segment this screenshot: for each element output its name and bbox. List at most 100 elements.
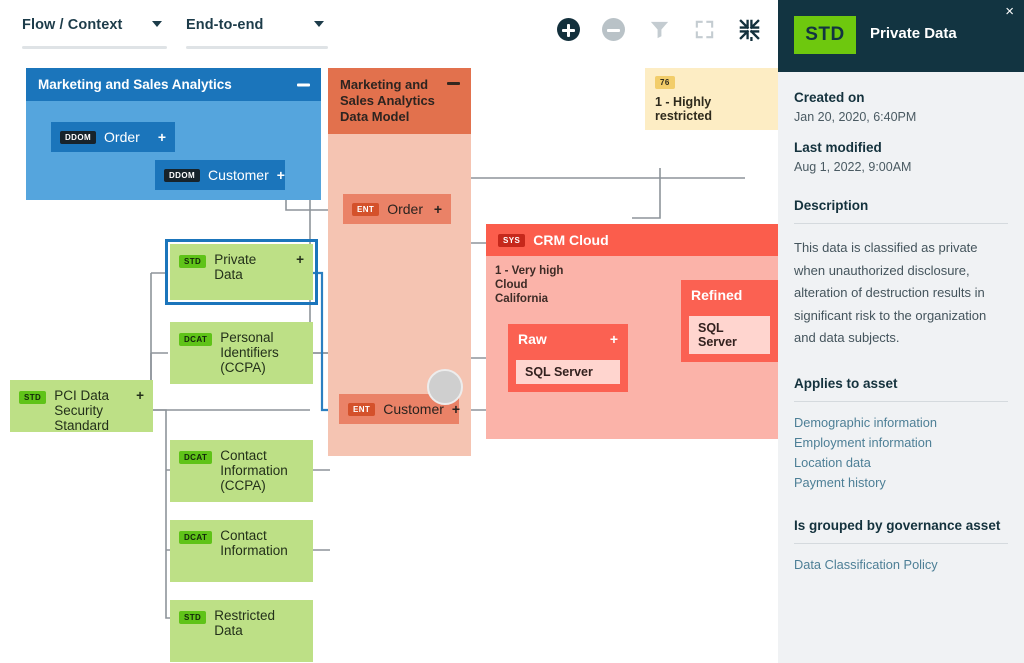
group-title: Marketing and Sales Analytics xyxy=(38,77,232,92)
expand-icon[interactable]: + xyxy=(433,201,442,217)
chevron-down-icon xyxy=(152,21,162,27)
node-ddom-order[interactable]: DDOM Order + xyxy=(51,122,175,152)
node-classification[interactable]: 76 1 - Highly restricted xyxy=(645,68,778,131)
node-label: Customer xyxy=(208,167,269,183)
governance-asset-link[interactable]: Data Classification Policy xyxy=(794,556,938,572)
end-to-end-label: End-to-end xyxy=(186,17,264,33)
asset-link[interactable]: Payment history xyxy=(794,474,886,490)
asset-link[interactable]: Location data xyxy=(794,454,871,470)
zoom-in-button[interactable] xyxy=(557,18,583,44)
end-to-end-selector[interactable]: End-to-end xyxy=(186,16,328,49)
sys-badge: SYS xyxy=(498,233,526,247)
panel-header: STD Private Data × xyxy=(778,0,1024,72)
std-badge: STD xyxy=(179,255,207,268)
expand-icon[interactable]: + xyxy=(136,388,144,403)
node-personal-identifiers[interactable]: DCAT Personal Identifiers (CCPA) xyxy=(170,322,313,384)
ent-badge: ENT xyxy=(348,402,376,416)
selector-underline xyxy=(22,46,167,49)
group-header[interactable]: Marketing and Sales Analytics Data Model xyxy=(328,68,471,134)
fullscreen-icon xyxy=(695,20,714,39)
description-text: This data is classified as private when … xyxy=(794,240,987,345)
grouped-by-label: Is grouped by governance asset xyxy=(794,517,1001,533)
node-ddom-customer[interactable]: DDOM Customer + xyxy=(155,160,285,190)
node-refined[interactable]: Refined SQL Server xyxy=(681,280,778,362)
node-sub-label: SQL Server xyxy=(516,360,620,384)
node-label: Order xyxy=(104,129,140,145)
std-badge: STD xyxy=(179,611,207,624)
node-label: Refined xyxy=(691,287,743,303)
asset-link[interactable]: Employment information xyxy=(794,434,932,450)
panel-title: Private Data xyxy=(870,25,957,42)
node-restricted-data[interactable]: STD Restricted Data xyxy=(170,600,313,662)
selector-underline xyxy=(186,46,328,49)
details-panel: STD Private Data × Created on Jan 20, 20… xyxy=(778,0,1024,663)
divider xyxy=(794,223,1008,224)
expand-icon[interactable]: + xyxy=(276,167,285,183)
node-private-data[interactable]: STD Private Data + xyxy=(165,239,318,305)
dcat-badge: DCAT xyxy=(179,333,213,346)
node-label: Contact Information xyxy=(220,528,288,558)
asset-link[interactable]: Demographic information xyxy=(794,414,937,430)
expand-icon[interactable]: + xyxy=(451,401,461,417)
crm-meta-hosting: Cloud xyxy=(495,279,528,291)
node-label: Personal Identifiers (CCPA) xyxy=(220,330,279,375)
expand-icon[interactable]: + xyxy=(157,129,166,145)
drag-handle[interactable] xyxy=(427,369,463,405)
toolbar: Flow / Context End-to-end xyxy=(0,0,778,58)
node-label: Order xyxy=(387,201,423,217)
divider xyxy=(794,400,1008,402)
node-pci-data-security-standard[interactable]: STD PCI Data Security Standard + xyxy=(10,380,153,433)
last-modified-value: Aug 1, 2022, 9:00AM xyxy=(794,160,912,174)
collapse-button[interactable] xyxy=(738,18,764,46)
node-label: Restricted Data xyxy=(214,608,275,638)
applies-to-asset-label: Applies to asset xyxy=(794,375,898,391)
created-on-label: Created on xyxy=(794,90,865,105)
minus-icon[interactable] xyxy=(447,82,460,85)
node-ent-order[interactable]: ENT Order + xyxy=(343,194,451,224)
node-contact-information-ccpa[interactable]: DCAT Contact Information (CCPA) xyxy=(170,440,313,502)
last-modified-label: Last modified xyxy=(794,140,882,155)
filter-icon xyxy=(650,21,669,39)
std-chip: STD xyxy=(794,16,856,54)
close-icon[interactable]: × xyxy=(1005,3,1014,20)
node-label: PCI Data Security Standard xyxy=(54,388,109,433)
ent-badge: ENT xyxy=(352,202,380,216)
zoom-out-button[interactable] xyxy=(602,18,628,44)
zoom-in-icon xyxy=(557,18,580,41)
description-label: Description xyxy=(794,198,869,213)
node-label: Customer xyxy=(383,401,444,417)
node-label: Raw xyxy=(518,331,547,347)
filter-button[interactable] xyxy=(648,18,674,44)
ddom-badge: DDOM xyxy=(60,130,97,144)
panel-body: Created on Jan 20, 2020, 6:40PM Last mod… xyxy=(778,72,1024,572)
dcat-badge: DCAT xyxy=(179,451,213,464)
group-header[interactable]: Marketing and Sales Analytics xyxy=(26,68,321,101)
ddom-badge: DDOM xyxy=(164,168,201,182)
node-contact-information[interactable]: DCAT Contact Information xyxy=(170,520,313,582)
node-raw[interactable]: Raw + SQL Server xyxy=(508,324,628,392)
minus-icon[interactable] xyxy=(297,83,310,86)
crm-meta-location: California xyxy=(495,293,549,305)
crm-meta-rating: 1 - Very high xyxy=(495,265,564,277)
group-title: Marketing and Sales Analytics Data Model xyxy=(340,77,435,124)
expand-icon[interactable]: + xyxy=(296,252,304,267)
diagram-canvas[interactable]: Marketing and Sales Analytics DDOM Order… xyxy=(0,58,778,663)
count-badge: 76 xyxy=(655,76,675,90)
classification-label: 1 - Highly restricted xyxy=(655,95,712,124)
collapse-icon xyxy=(739,19,760,46)
group-header[interactable]: SYS CRM Cloud xyxy=(486,224,778,256)
toolbar-icons xyxy=(552,18,772,46)
flow-context-label: Flow / Context xyxy=(22,17,123,33)
std-badge: STD xyxy=(19,391,47,404)
chevron-down-icon xyxy=(314,21,324,27)
flow-context-selector[interactable]: Flow / Context xyxy=(22,16,167,49)
group-title: CRM Cloud xyxy=(533,232,609,248)
divider xyxy=(794,542,1008,544)
created-on-value: Jan 20, 2020, 6:40PM xyxy=(794,110,917,124)
expand-icon[interactable]: + xyxy=(609,331,618,347)
zoom-out-icon xyxy=(602,18,625,41)
dcat-badge: DCAT xyxy=(179,531,213,544)
node-sub-label: SQL Server xyxy=(689,316,770,354)
fullscreen-button[interactable] xyxy=(693,18,719,44)
